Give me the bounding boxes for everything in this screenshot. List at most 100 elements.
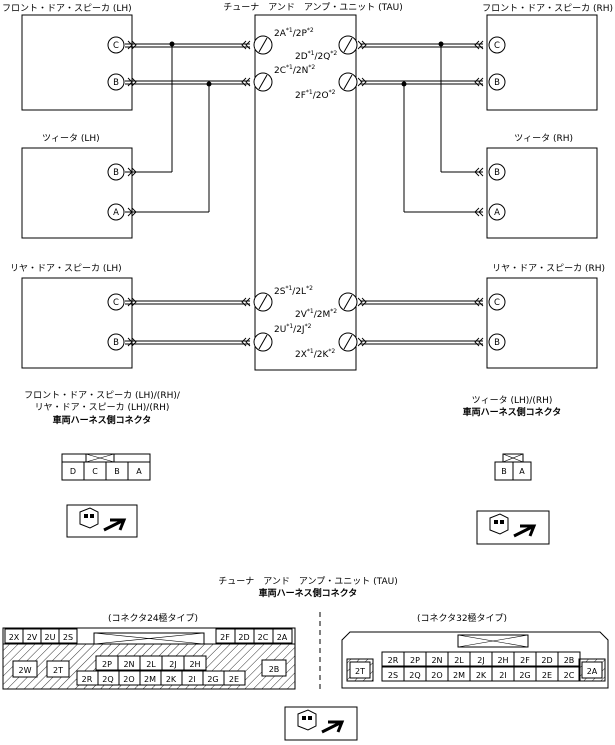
svg-text:B: B [494,338,500,348]
svg-text:2F: 2F [520,656,530,665]
svg-text:2D: 2D [238,633,249,642]
front-lh-label: フロント・ドア・スピーカ (LH) [2,3,132,14]
tweeter-connector-face: B A [494,453,532,481]
svg-text:C: C [113,298,119,308]
tau-pin-r2: 2F*1/2O*2 [295,89,336,101]
svg-text:2L: 2L [454,656,464,665]
speaker-connector-title1: フロント・ドア・スピーカ (LH)/(RH)/ [24,390,181,401]
pin-front-lh-c: C [107,36,125,54]
c32-row1: 2R 2P 2N 2L 2J 2H 2F 2D 2B [381,651,581,667]
type32-label: (コネクタ32極タイプ) [417,612,507,624]
svg-text:B: B [494,168,500,178]
tau-connector-section: チューナ アンド アンプ・ユニット (TAU) 車両ハーネス側コネクタ (コネク… [2,576,609,741]
svg-text:2L: 2L [146,660,156,669]
svg-text:2A: 2A [587,667,598,676]
svg-text:2C: 2C [258,633,269,642]
svg-text:2P: 2P [410,656,420,665]
tweeter-connector-section: ツィータ (LH)/(RH) 車両ハーネス側コネクタ B A [463,395,562,545]
pin-rear-lh-c: C [107,293,125,311]
c24-bottom-row: 2R 2Q 2O 2M 2K 2I 2G 2E [76,670,246,686]
front-lh-speaker: フロント・ドア・スピーカ (LH) [2,3,133,111]
wire-chevrons [127,40,484,347]
tau-pin-l4: 2U*1/2J*2 [274,323,312,335]
svg-text:2B: 2B [269,665,280,674]
tweeter-rh-label: ツィータ (RH) [514,133,573,144]
tau-pin-l3: 2S*1/2L*2 [274,285,313,297]
tau-title: チューナ アンド アンプ・ユニット (TAU) [223,2,402,13]
speaker-connector-title2: リヤ・ドア・スピーカ (LH)/(RH) [35,402,170,413]
svg-text:2A: 2A [277,633,288,642]
svg-text:2G: 2G [207,675,218,684]
tau-pin-r4: 2X*1/2K*2 [295,348,335,360]
rear-rh-speaker: リヤ・ドア・スピーカ (RH) [486,263,605,369]
svg-text:2I: 2I [188,675,195,684]
c32-row2: 2S 2Q 2O 2M 2K 2I 2G 2E 2C [381,666,581,682]
tau-connector-view-icon [284,706,358,741]
connector-24-pin: 2X 2V 2U 2S 2F 2D 2C 2A 2P [2,627,296,690]
svg-text:2M: 2M [453,671,465,680]
svg-text:A: A [113,208,119,218]
svg-text:2U: 2U [45,633,56,642]
svg-text:C: C [494,298,500,308]
tweeter-harness-label: 車両ハーネス側コネクタ [463,406,562,418]
front-rh-speaker: フロント・ドア・スピーカ (RH) [482,3,613,111]
c24-mid-row: 2P 2N 2L 2J 2H [95,655,207,671]
pin-front-lh-b: B [107,73,125,91]
svg-text:2E: 2E [229,675,239,684]
svg-text:2H: 2H [497,656,508,665]
svg-text:B: B [494,78,500,88]
tau-harness-label: 車両ハーネス側コネクタ [259,587,358,599]
svg-text:2E: 2E [542,671,552,680]
svg-text:A: A [494,208,500,218]
front-rh-label: フロント・ドア・スピーカ (RH) [482,3,613,14]
svg-text:2C: 2C [564,671,575,680]
pin-front-rh-c: C [488,36,506,54]
svg-text:2R: 2R [388,656,399,665]
speaker-connector-view-icon [66,504,138,538]
svg-text:B: B [113,78,119,88]
svg-text:2G: 2G [519,671,530,680]
rear-lh-label: リヤ・ドア・スピーカ (LH) [10,263,122,274]
tau-bottom-title: チューナ アンド アンプ・ユニット (TAU) [218,576,397,587]
svg-text:D: D [70,467,76,476]
svg-text:2F: 2F [220,633,230,642]
svg-text:2N: 2N [123,660,134,669]
svg-text:2S: 2S [388,671,398,680]
svg-text:2X: 2X [9,633,20,642]
svg-text:B: B [113,168,119,178]
c32-side-pins: 2T 2A [346,658,606,682]
svg-text:2D: 2D [541,656,552,665]
svg-text:2I: 2I [499,671,506,680]
pin-rear-lh-b: B [107,333,125,351]
connector-32-pin: 2R 2P 2N 2L 2J 2H 2F 2D 2B 2S [341,631,609,689]
tau-pin-r1: 2D*1/2Q*2 [295,50,337,62]
svg-text:2V: 2V [27,633,38,642]
svg-text:2K: 2K [476,671,487,680]
tau-unit-box [254,14,357,371]
speaker-harness-label: 車両ハーネス側コネクタ [53,414,152,426]
pin-rear-rh-b: B [488,333,506,351]
tweeter-lh-label: ツィータ (LH) [42,133,100,144]
wire-junctions [169,41,444,87]
svg-text:2N: 2N [431,656,442,665]
svg-text:2B: 2B [564,656,575,665]
wires [125,43,483,345]
svg-text:2R: 2R [82,675,93,684]
tweeter-connector-title: ツィータ (LH)/(RH) [472,395,553,406]
pin-rear-rh-c: C [488,293,506,311]
svg-text:2T: 2T [355,667,365,676]
c24-side-pins: 2W 2T 2B [12,659,287,678]
svg-text:2Q: 2Q [102,675,113,684]
tweeter-lh: ツィータ (LH) [21,133,133,239]
pin-tweeter-lh-b: B [107,163,125,181]
tweeter-rh: ツィータ (RH) [486,133,598,239]
svg-text:2T: 2T [53,666,63,675]
svg-text:2O: 2O [123,675,134,684]
svg-text:2W: 2W [19,666,32,675]
rear-lh-speaker: リヤ・ドア・スピーカ (LH) [10,263,133,369]
pin-tweeter-rh-a: A [488,203,506,221]
svg-text:2J: 2J [477,656,484,665]
tau-pin-r3: 2V*1/2M*2 [295,308,337,320]
c24-top-left: 2X 2V 2U 2S [4,628,78,644]
svg-text:2Q: 2Q [409,671,420,680]
